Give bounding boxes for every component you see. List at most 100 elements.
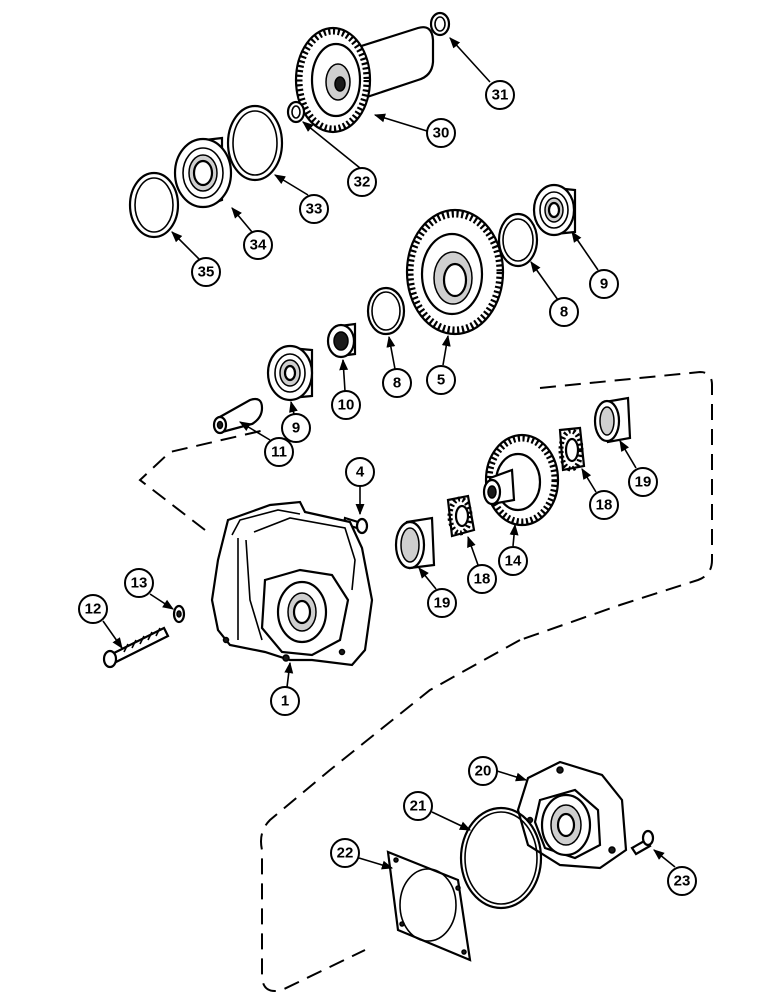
callout-1: 1: [270, 686, 300, 716]
leader-8b: [386, 335, 396, 370]
callout-14: 14: [498, 546, 528, 576]
callout-18-left: 18: [467, 564, 497, 594]
callout-23: 23: [667, 866, 697, 896]
leader-34: [231, 207, 253, 233]
callout-9-upper: 9: [589, 269, 619, 299]
part-10-needle-bearing: [326, 322, 357, 359]
leader-31: [449, 37, 491, 83]
callout-19-left: 19: [427, 588, 457, 618]
leader-23: [653, 849, 676, 868]
svg-text:33: 33: [306, 201, 323, 218]
svg-text:19: 19: [635, 474, 652, 491]
part-19-bearing-cup-right: [593, 396, 632, 444]
svg-text:11: 11: [271, 444, 287, 461]
svg-text:34: 34: [250, 237, 267, 254]
part-5-gear: [405, 208, 505, 336]
leader-14: [509, 523, 519, 547]
part-14-hub-gear: [482, 433, 560, 527]
svg-text:9: 9: [292, 420, 300, 437]
callout-22: 22: [330, 838, 360, 868]
svg-text:14: 14: [505, 553, 522, 570]
leader-10: [339, 358, 349, 392]
svg-text:4: 4: [356, 464, 365, 481]
part-33-snap-ring: [226, 104, 284, 182]
part-18-roller-bearing-left: [446, 494, 476, 538]
leader-11: [239, 421, 271, 441]
svg-text:8: 8: [393, 375, 401, 392]
leader-13: [149, 593, 174, 610]
leader-30: [373, 113, 428, 132]
svg-text:10: 10: [338, 397, 355, 414]
leader-32: [302, 121, 361, 169]
callout-9-lower: 9: [281, 413, 311, 443]
part-12-bolt: [102, 626, 170, 669]
part-34-ball-bearing: [173, 136, 233, 209]
part-31-snap-ring: [429, 11, 451, 37]
callout-19-right: 19: [628, 467, 658, 497]
callout-12: 12: [78, 594, 108, 624]
callout-5: 5: [426, 365, 456, 395]
svg-text:8: 8: [560, 304, 568, 321]
svg-text:9: 9: [600, 276, 608, 293]
svg-text:35: 35: [198, 264, 215, 281]
leader-1: [284, 661, 294, 688]
callout-20: 20: [468, 756, 498, 786]
callout-11: 11: [264, 437, 294, 467]
assembly-dashed-outline-upper: [138, 370, 713, 641]
callout-33: 33: [299, 194, 329, 224]
part-13-washer: [172, 604, 186, 624]
part-32-snap-ring: [286, 100, 306, 124]
leader-12: [102, 620, 123, 649]
svg-text:22: 22: [337, 845, 354, 862]
callout-4: 4: [345, 457, 375, 487]
assembly-dashed-outline-lower: [260, 639, 521, 992]
leader-19b: [619, 440, 637, 469]
leader-18b: [581, 468, 597, 493]
part-8-snap-ring-upper: [497, 212, 539, 268]
part-35-snap-ring: [128, 171, 180, 239]
svg-text:1: 1: [281, 693, 289, 710]
callout-32: 32: [347, 167, 377, 197]
part-23-screw: [630, 829, 655, 856]
callout-35: 35: [191, 257, 221, 287]
svg-text:21: 21: [410, 798, 427, 815]
leader-9b: [289, 400, 298, 415]
leader-33: [274, 174, 309, 196]
part-19-bearing-cup-left: [394, 516, 436, 570]
callout-8-lower: 8: [382, 368, 412, 398]
callout-18-right: 18: [589, 490, 619, 520]
callout-21: 21: [403, 791, 433, 821]
part-11-shaft-pin: [212, 397, 264, 435]
svg-text:30: 30: [433, 125, 450, 142]
leader-35: [171, 231, 201, 261]
svg-text:20: 20: [475, 763, 492, 780]
svg-text:19: 19: [434, 595, 451, 612]
callout-34: 34: [243, 230, 273, 260]
svg-text:12: 12: [85, 601, 102, 618]
callout-10: 10: [331, 390, 361, 420]
part-1-gear-housing: [210, 500, 374, 667]
leader-5: [441, 334, 451, 366]
leader-18a: [467, 535, 479, 566]
svg-text:31: 31: [492, 87, 509, 104]
svg-text:18: 18: [474, 571, 491, 588]
part-22-gasket: [386, 850, 472, 962]
part-9-ball-bearing-upper: [532, 183, 577, 237]
svg-text:32: 32: [354, 174, 371, 191]
part-8-snap-ring-lower: [366, 286, 406, 336]
part-21-o-ring: [459, 806, 543, 910]
leader-9a: [571, 231, 599, 271]
part-30-shaft-gear: [294, 26, 435, 134]
svg-text:5: 5: [437, 372, 445, 389]
leader-22: [358, 857, 394, 870]
leader-21: [431, 811, 472, 831]
part-18-roller-bearing-right: [558, 426, 586, 472]
leader-19a: [418, 567, 437, 590]
callout-13: 13: [124, 568, 154, 598]
callout-8-upper: 8: [549, 297, 579, 327]
part-9-ball-bearing-lower: [266, 344, 314, 402]
svg-text:13: 13: [131, 575, 148, 592]
callout-31: 31: [485, 80, 515, 110]
leader-20: [496, 770, 528, 782]
